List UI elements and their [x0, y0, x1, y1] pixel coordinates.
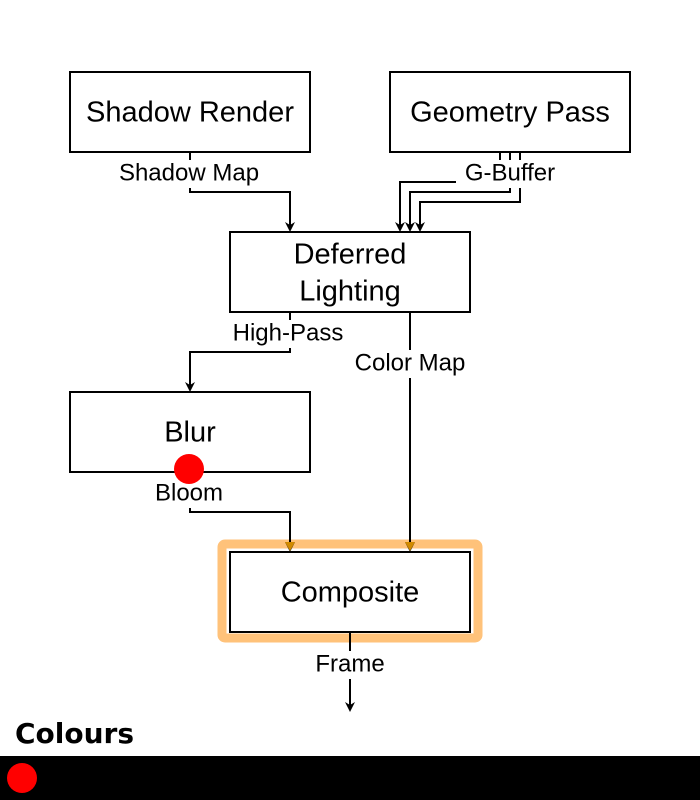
node-label-geometry-pass: Geometry Pass [410, 97, 610, 129]
node-label-deferred-lighting-line1: Deferred [294, 239, 407, 271]
arrow-tip-highlight-bloom [285, 542, 295, 551]
legend-red-marker-icon [7, 763, 37, 793]
red-marker-dot [174, 454, 204, 484]
arrow-tip-highlight-color-map [405, 542, 415, 551]
edge-label-high-pass: High-Pass [233, 319, 344, 346]
edge-label-frame: Frame [315, 650, 384, 677]
edge-label-g-buffer: G-Buffer [465, 159, 555, 186]
legend-bar [0, 756, 700, 800]
edge-label-color-map: Color Map [355, 349, 466, 376]
node-label-shadow-render: Shadow Render [86, 97, 294, 129]
node-deferred-lighting[interactable]: Deferred Lighting [229, 231, 471, 313]
edge-label-shadow-map: Shadow Map [119, 159, 259, 186]
node-composite[interactable]: Composite [229, 551, 471, 633]
node-label-composite: Composite [281, 577, 420, 609]
legend-title: Colours [15, 717, 135, 750]
node-geometry-pass[interactable]: Geometry Pass [389, 71, 631, 153]
node-label-blur: Blur [164, 417, 216, 449]
node-shadow-render[interactable]: Shadow Render [69, 71, 311, 153]
node-label-deferred-lighting-line2: Lighting [299, 276, 401, 308]
